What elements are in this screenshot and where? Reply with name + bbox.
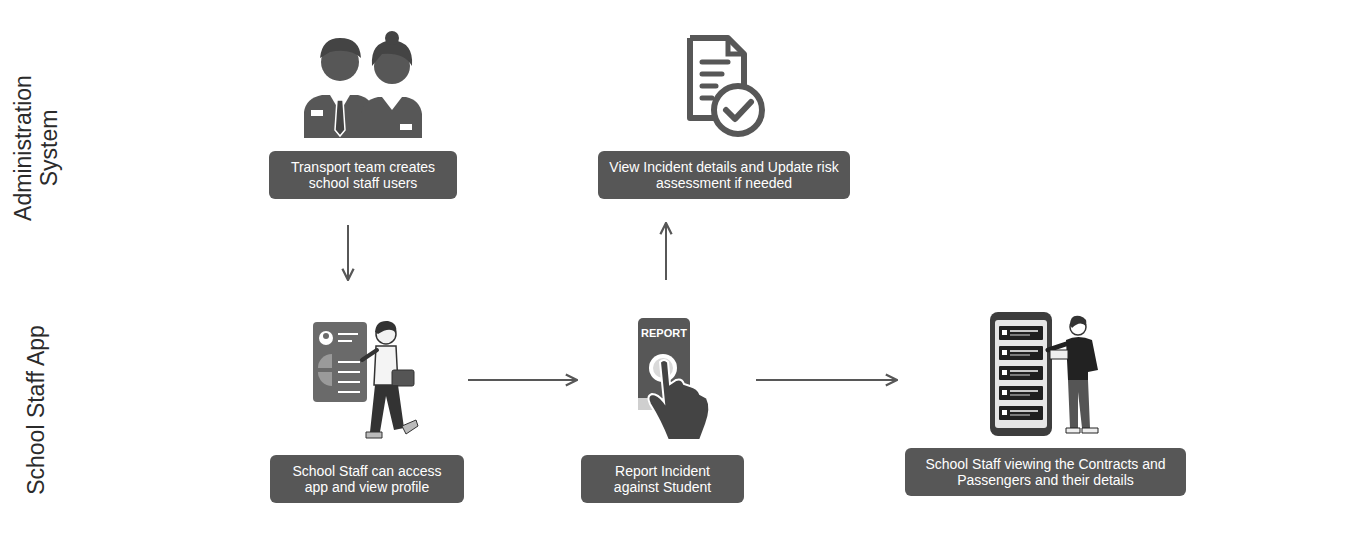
profile-icon-part-part	[338, 371, 360, 373]
phone-list-icon-part-part	[1010, 370, 1038, 372]
phone-list-icon-part-part	[1010, 334, 1030, 336]
profile-icon-part-part	[338, 391, 360, 393]
team-icon-part	[361, 97, 422, 138]
profile-icon-part	[392, 370, 414, 386]
flow-arrow	[468, 379, 577, 381]
phone-list-icon-part-part	[1002, 330, 1007, 335]
phone-list-icon-part-part	[999, 366, 1043, 380]
phone-list-icon-part-part	[1010, 350, 1038, 352]
profile-icon	[313, 321, 418, 438]
phone-list-icon-part	[1070, 316, 1086, 328]
phone-list-icon-part-part	[1002, 410, 1007, 415]
phone-list-icon-part-part	[1002, 370, 1007, 375]
document-check-icon-part	[687, 38, 693, 118]
phone-list-icon-part-part	[1010, 414, 1030, 416]
phone-list-icon-part	[995, 320, 1047, 428]
phone-list-icon-part-part	[999, 406, 1043, 420]
phone-list-icon-part-part	[999, 346, 1043, 360]
step-text: School Staff can access app and view pro…	[280, 463, 454, 495]
process-step: School Staff can access app and view pro…	[270, 318, 464, 503]
phone-list-icon-part-part	[1010, 330, 1038, 332]
profile-icon-part	[362, 350, 377, 360]
step-text: School Staff viewing the Contracts and P…	[915, 456, 1176, 488]
phone-list-icon-part-part	[1010, 410, 1038, 412]
process-box: School Staff can access app and view pro…	[270, 455, 464, 503]
profile-icon-part	[375, 321, 396, 334]
profile-icon-part	[338, 362, 360, 392]
profile-icon-part	[319, 331, 333, 345]
document-check-icon-part-part	[702, 84, 716, 89]
step-text: Report Incident against Student	[591, 463, 734, 495]
profile-icon-part-part	[338, 361, 360, 363]
step-text: View Incident details and Update risk as…	[608, 159, 840, 191]
team-icon	[304, 31, 422, 138]
phone-list-icon-part	[1050, 350, 1068, 359]
phone-list-icon-part-part	[1002, 390, 1007, 395]
profile-icon-part	[318, 372, 332, 386]
phone-list-icon-part	[990, 312, 1052, 436]
flow-arrow	[347, 225, 349, 280]
team-icon-part	[385, 31, 399, 45]
document-check-icon-part	[728, 38, 744, 54]
profile-icon-part	[318, 354, 332, 368]
process-box: School Staff viewing the Contracts and P…	[905, 448, 1186, 496]
button-label: REPORT	[638, 327, 690, 340]
profile-icon-part	[338, 340, 352, 342]
profile-icon-part	[323, 333, 329, 339]
phone-list-icon-part	[1068, 380, 1090, 428]
process-box: Transport team creates school staff user…	[269, 151, 457, 199]
profile-icon-part	[366, 432, 382, 438]
phone-list-icon-part	[1048, 344, 1066, 350]
phone-list-icon-part	[999, 326, 1043, 420]
process-step: Report Incident against Student	[581, 318, 744, 503]
team-icon-part	[382, 97, 402, 110]
team-icon-part	[320, 38, 361, 58]
flow-arrow	[665, 223, 667, 280]
process-box: View Incident details and Update risk as…	[598, 151, 850, 199]
lane-label: Administration System	[10, 63, 62, 233]
profile-icon-part	[338, 333, 358, 335]
phone-list-icon-part-part	[999, 386, 1043, 400]
document-check-icon-part-part	[702, 60, 728, 65]
process-step: School Staff viewing the Contracts and P…	[905, 310, 1186, 496]
team-icon-part	[311, 110, 323, 116]
document-check-icon-part-part	[702, 72, 722, 77]
team-icon-part	[335, 100, 345, 136]
phone-list-icon-part-part	[1010, 374, 1030, 376]
flow-arrow	[756, 379, 897, 381]
team-icon-part	[400, 124, 412, 130]
profile-icon-part	[313, 322, 367, 402]
phone-list-icon-part-part	[1002, 350, 1007, 355]
phone-list-icon-part-part	[1010, 354, 1030, 356]
profile-icon-part	[402, 420, 418, 434]
process-step: Transport team creates school staff user…	[269, 35, 457, 199]
report-button-icon-part	[648, 360, 709, 440]
phone-list-icon-part	[1082, 428, 1098, 433]
phone-list-icon-part-part	[1010, 394, 1030, 396]
profile-icon-part-part	[338, 381, 360, 383]
phone-list-icon-part-part	[1010, 390, 1038, 392]
phone-list-icon-part	[1066, 337, 1098, 380]
process-box: Report Incident against Student	[581, 455, 744, 503]
phone-list-icon-part-part	[999, 326, 1043, 340]
phone-list-icon-part	[1066, 428, 1080, 433]
phone-list-icon	[990, 312, 1098, 436]
document-check-icon-part-part	[702, 96, 712, 101]
document-check-icon	[690, 38, 762, 134]
lane-label: School Staff App	[23, 325, 49, 495]
document-check-icon-part	[726, 102, 751, 119]
step-text: Transport team creates school staff user…	[279, 159, 447, 191]
document-check-icon-part	[714, 86, 762, 134]
profile-icon-part	[370, 385, 404, 432]
process-step: View Incident details and Update risk as…	[598, 35, 850, 199]
report-button-icon	[638, 318, 709, 440]
